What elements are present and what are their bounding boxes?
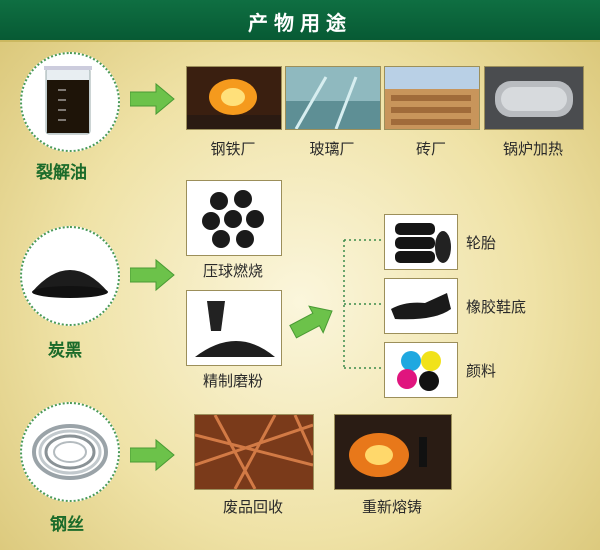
steel-mill-photo [186,66,282,130]
arrow-right-icon [130,438,175,472]
dotted-bracket [343,239,384,369]
arrow-right-icon [130,258,175,292]
use-label-remelting: 重新熔铸 [361,498,422,516]
carbon-briquettes-photo [186,180,282,256]
tires-photo [384,214,458,270]
arrow-right-icon [130,82,175,116]
remelting-casting-photo [334,414,452,490]
use-label-tires: 轮胎 [466,234,497,252]
rubber-shoe-sole-photo [384,278,458,334]
use-label-refined-grinding: 精制磨粉 [202,372,263,390]
category-label-steel: 钢丝 [50,515,84,535]
header-bar: 产物用途 [0,0,600,42]
boiler-photo [484,66,584,130]
carbon-black-pile-image [20,226,120,326]
use-label-steel-mill: 钢铁厂 [210,140,256,158]
oil-beaker-image [20,52,120,152]
use-label-scrap-recycling: 废品回收 [222,498,283,516]
glass-factory-photo [285,66,381,130]
page-title: 产物用途 [248,11,352,35]
use-label-pigment: 颜料 [466,362,497,380]
arrow-up-right-icon [289,305,333,339]
category-label-oil: 裂解油 [36,163,87,183]
use-label-boiler-heating: 锅炉加热 [502,140,563,158]
use-label-glass-factory: 玻璃厂 [309,140,355,158]
use-label-rubber-soles: 橡胶鞋底 [466,298,527,316]
category-label-carbon: 炭黑 [48,341,82,361]
brick-factory-photo [384,66,480,130]
use-label-briquette-burning: 压球燃烧 [202,262,263,280]
pigments-photo [384,342,458,398]
refined-powder-photo [186,290,282,366]
steel-wire-coil-image [20,402,120,502]
scrap-recycling-photo [194,414,314,490]
use-label-brick-factory: 砖厂 [415,140,446,158]
